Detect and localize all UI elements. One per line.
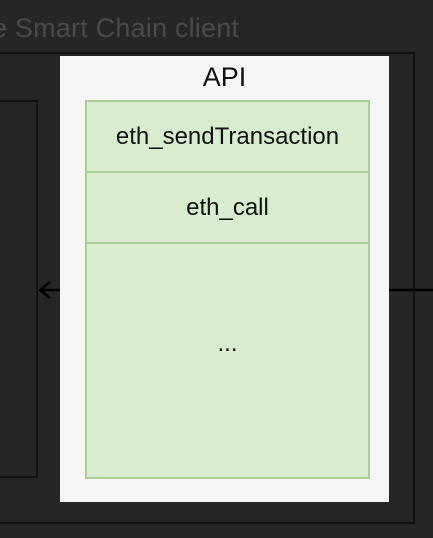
left-component-box bbox=[0, 100, 38, 478]
client-title: e Smart Chain client bbox=[0, 13, 240, 43]
api-title: API bbox=[202, 62, 247, 92]
api-method-list: eth_sendTransaction eth_call ... bbox=[85, 100, 370, 479]
api-method-more: ... bbox=[217, 330, 238, 357]
client-container bbox=[0, 52, 415, 524]
api-panel: API eth_sendTransaction eth_call ... bbox=[60, 56, 389, 502]
api-method-eth-send-transaction: eth_sendTransaction bbox=[87, 102, 368, 173]
api-method-eth-call: eth_call bbox=[87, 173, 368, 244]
